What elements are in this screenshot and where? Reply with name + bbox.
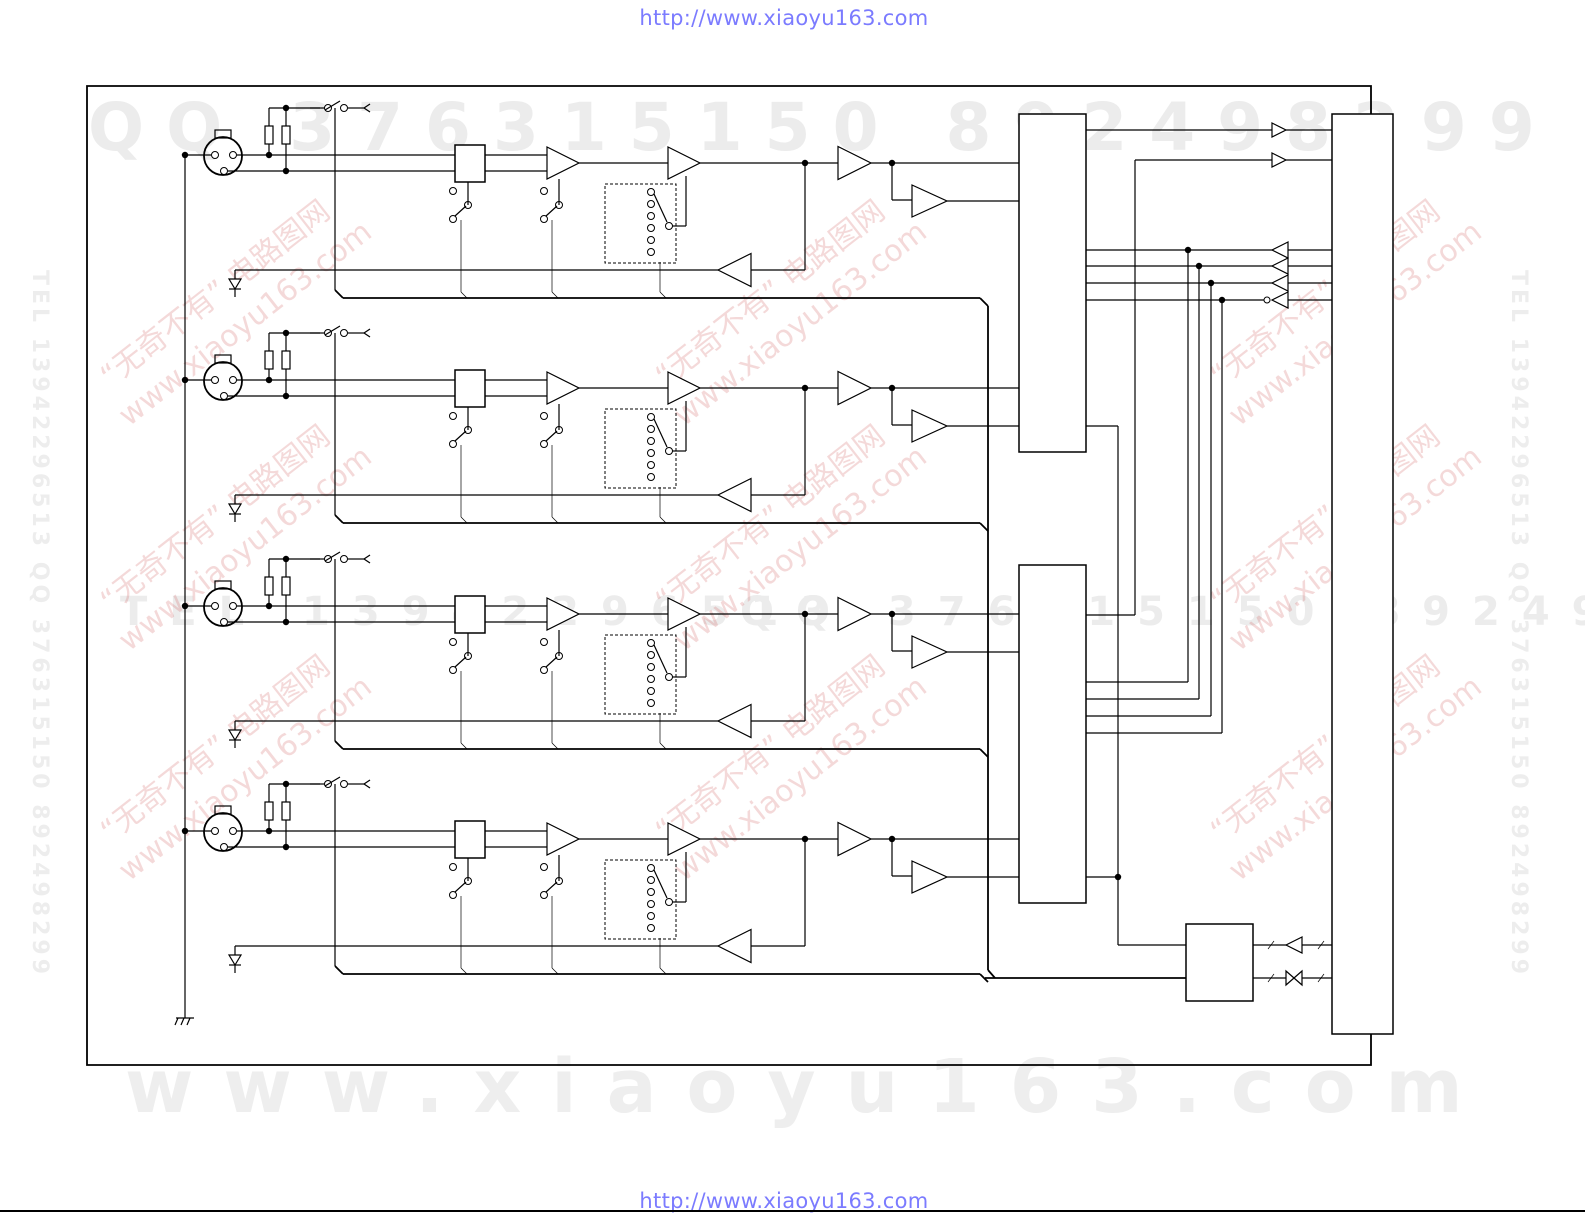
amplifier-icon xyxy=(546,597,581,631)
gain-selector xyxy=(604,408,677,489)
input-channel-2 xyxy=(181,325,1019,532)
bus-wiring xyxy=(985,122,1332,987)
input-channel-1 xyxy=(181,100,1019,307)
junction-dot xyxy=(265,376,273,384)
amplifier-icon xyxy=(837,370,873,406)
amplifier-icon xyxy=(716,252,752,288)
watermark-side-left: TEL 13942296513 QQ 376315150 892498299 xyxy=(27,270,52,978)
led-icon xyxy=(227,270,243,297)
amplifier-icon xyxy=(546,146,581,180)
watermark-site-bottom: www.xiaoyu163.com xyxy=(125,1044,1493,1130)
amplifier-icon xyxy=(716,703,752,739)
junction-dot xyxy=(265,827,273,835)
switch-icon xyxy=(540,187,563,223)
watermark-qq-mid: QQ 376315150 892498299 xyxy=(740,589,1585,635)
watermark-qq-top: QQ 376315150 892498299 xyxy=(88,89,1557,166)
junction-dot xyxy=(265,602,273,610)
connector-block-right xyxy=(1331,113,1394,1035)
input-channel-4 xyxy=(181,776,1019,983)
page-bottom-rule xyxy=(0,1210,1585,1212)
header-url-bottom[interactable]: http://www.xiaoyu163.com xyxy=(639,1189,929,1213)
input-channel-3 xyxy=(181,551,1019,758)
channel-control-bus xyxy=(987,306,996,979)
switch-icon xyxy=(540,638,563,674)
xlr-connector-icon xyxy=(203,805,243,852)
led-icon xyxy=(227,495,243,522)
junction-dot xyxy=(181,151,189,159)
led-icon xyxy=(227,946,243,973)
amplifier-icon xyxy=(837,596,873,632)
amplifier-icon xyxy=(716,477,752,513)
mix-block-lower xyxy=(1018,564,1087,904)
amplifier-icon xyxy=(667,146,702,180)
xlr-connector-icon xyxy=(203,129,243,176)
amplifier-icon xyxy=(911,860,949,894)
junction-dot xyxy=(282,780,290,788)
xlr-connector-icon xyxy=(203,580,243,627)
junction-dot xyxy=(282,618,290,626)
amplifier-icon xyxy=(546,822,581,856)
junction-dot xyxy=(282,329,290,337)
amplifier-icon xyxy=(911,409,949,443)
amplifier-icon xyxy=(546,371,581,405)
amplifier-icon xyxy=(716,928,752,964)
amplifier-icon xyxy=(837,821,873,857)
input-transformer xyxy=(454,595,486,634)
junction-dot xyxy=(282,392,290,400)
watermark-side-right: TEL 13942296513 QQ 376315150 892498299 xyxy=(1506,270,1531,978)
input-transformer xyxy=(454,369,486,408)
junction-dot xyxy=(181,827,189,835)
mix-block-upper xyxy=(1018,113,1087,453)
amplifier-icon xyxy=(837,145,873,181)
resistor-icon xyxy=(264,350,291,370)
resistor-icon xyxy=(264,801,291,821)
amplifier-icon xyxy=(911,184,949,218)
switch-icon xyxy=(449,412,472,448)
gain-selector xyxy=(604,859,677,940)
junction-dot xyxy=(282,555,290,563)
junction-dot xyxy=(282,843,290,851)
amplifier-icon xyxy=(667,597,702,631)
xlr-connector-icon xyxy=(203,354,243,401)
amplifier-icon xyxy=(667,822,702,856)
switch-icon xyxy=(449,863,472,899)
gain-selector xyxy=(604,634,677,715)
switch-icon xyxy=(449,187,472,223)
junction-dot xyxy=(265,151,273,159)
input-transformer xyxy=(454,820,486,859)
gain-selector xyxy=(604,183,677,264)
junction-dot xyxy=(282,167,290,175)
input-transformer xyxy=(454,144,486,183)
outer-frame xyxy=(86,85,1372,1066)
header-url-top[interactable]: http://www.xiaoyu163.com xyxy=(639,6,929,30)
amplifier-icon xyxy=(667,371,702,405)
junction-dot xyxy=(282,104,290,112)
control-block xyxy=(1185,923,1254,1002)
junction-dot xyxy=(181,376,189,384)
amplifier-icon xyxy=(911,635,949,669)
ground-icon xyxy=(174,1017,194,1026)
junction-dot xyxy=(181,602,189,610)
led-icon xyxy=(227,721,243,748)
